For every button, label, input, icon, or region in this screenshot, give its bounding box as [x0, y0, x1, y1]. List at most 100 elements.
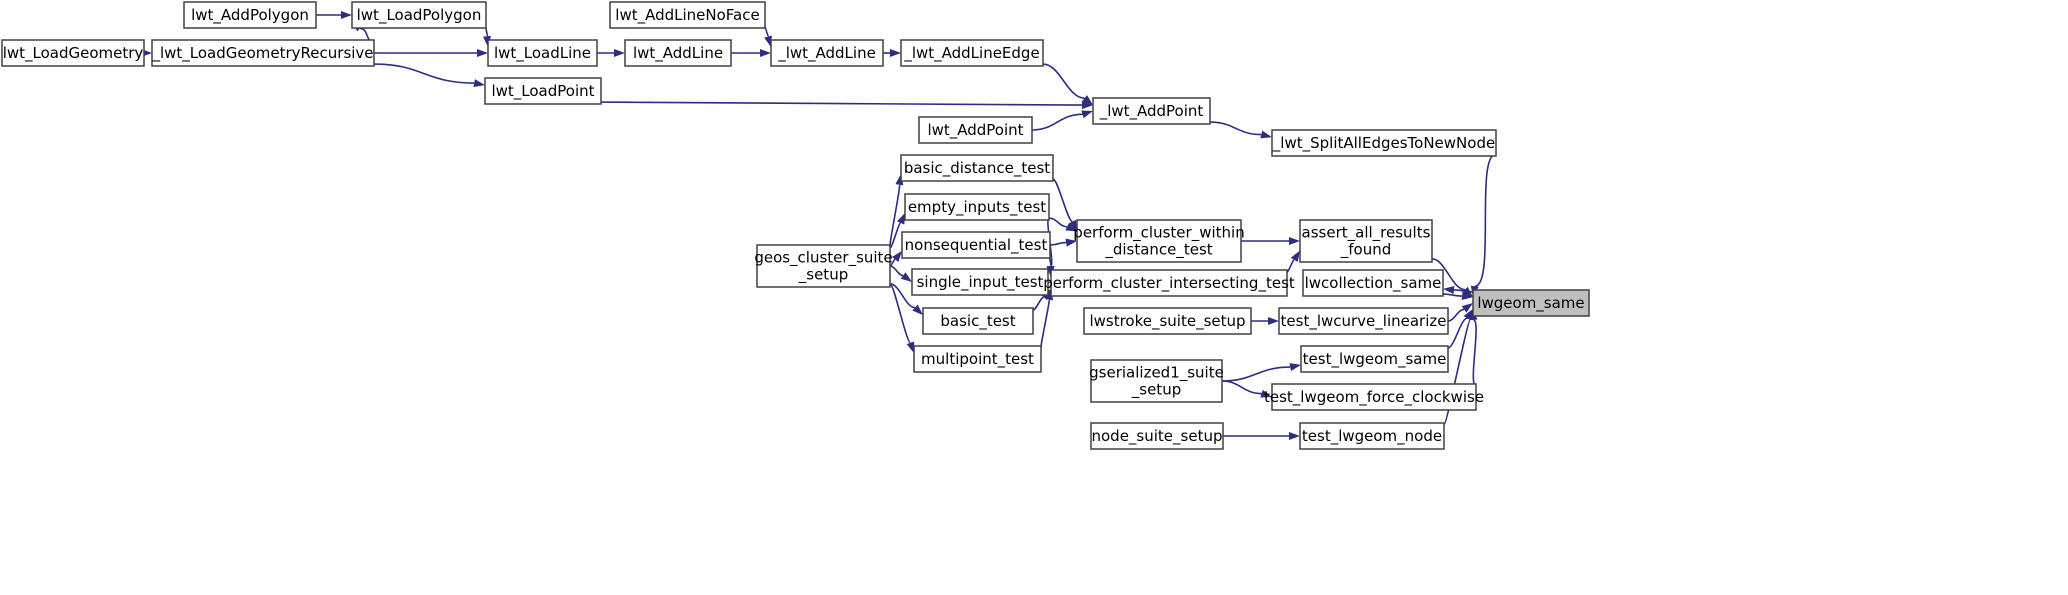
node-box[interactable]	[151, 39, 375, 67]
arrow-head-icon	[760, 49, 771, 57]
node-label: node_suite_setup	[1092, 427, 1223, 446]
node-lwstroke-suite-setup[interactable]: lwstroke_suite_setup	[1083, 307, 1252, 335]
node-lwgeom-same[interactable]: lwgeom_same	[1472, 289, 1590, 317]
node-box[interactable]	[901, 231, 1051, 259]
node-label: test_lwgeom_force_clockwise	[1264, 388, 1484, 407]
node-perform-cluster-within-distance-test[interactable]: perform_cluster_within_distance_test	[1073, 219, 1245, 263]
node-box[interactable]	[904, 193, 1050, 221]
node-box[interactable]	[1090, 359, 1223, 403]
node-box[interactable]	[1299, 422, 1445, 450]
node-label: lwgeom_same	[1477, 294, 1584, 313]
node-box[interactable]	[1271, 129, 1497, 157]
node-box[interactable]	[1076, 219, 1242, 263]
node-box[interactable]	[1092, 97, 1211, 125]
edge-basic-distance-test-to-perform-cluster-within-distance-test	[1052, 178, 1077, 232]
node-box[interactable]	[487, 39, 598, 67]
node-lwt-add-line-no-face[interactable]: lwt_AddLineNoFace	[609, 1, 766, 29]
node-box[interactable]	[1050, 269, 1288, 297]
arrow-head-icon	[1065, 223, 1077, 232]
node--lwt-add-line[interactable]: _lwt_AddLine	[770, 39, 884, 67]
arrow-head-icon	[906, 341, 915, 354]
node-box[interactable]	[922, 307, 1034, 335]
node-test-lwgeom-node[interactable]: test_lwgeom_node	[1299, 422, 1445, 450]
node--lwt-add-line-edge[interactable]: _lwt_AddLineEdge	[900, 39, 1044, 67]
node-box[interactable]	[1302, 269, 1444, 297]
edge--lwt-load-geometry-recursive-to-lwt-load-line	[374, 49, 488, 57]
node-box[interactable]	[911, 268, 1049, 296]
node-lwt-load-point[interactable]: lwt_LoadPoint	[484, 77, 602, 105]
node-label: _lwt_SplitAllEdgesToNewNode	[1272, 134, 1495, 153]
edge-gserialized1-suite-setup-to-test-lwgeom-same	[1221, 363, 1301, 382]
node-box[interactable]	[624, 39, 732, 67]
node-box[interactable]	[900, 154, 1054, 182]
edge-lwcollection-same-to-lwgeom-same	[1442, 292, 1473, 300]
arrow-head-icon	[890, 49, 901, 57]
node-box[interactable]	[1472, 289, 1590, 317]
node-basic-distance-test[interactable]: basic_distance_test	[900, 154, 1054, 182]
edge-lwt-add-polygon-to-lwt-load-polygon	[316, 11, 352, 19]
edge-node-suite-setup-to-test-lwgeom-node	[1223, 432, 1300, 440]
node-label: test_lwcurve_linearize	[1281, 312, 1447, 331]
node-lwt-load-geometry[interactable]: lwt_LoadGeometry	[1, 39, 145, 67]
node-test-lwcurve-linearize[interactable]: test_lwcurve_linearize	[1278, 307, 1449, 335]
node-node-suite-setup[interactable]: node_suite_setup	[1090, 422, 1224, 450]
node-box[interactable]	[1300, 345, 1449, 373]
node-box[interactable]	[1299, 219, 1433, 263]
node-geos-cluster-suite-setup[interactable]: geos_cluster_suite_setup	[754, 244, 893, 288]
node-basic-test[interactable]: basic_test	[922, 307, 1034, 335]
node-box[interactable]	[756, 244, 891, 288]
edge--lwt-split-all-edges-to-new-node-to-lwgeom-same	[1470, 153, 1497, 298]
node--lwt-load-geometry-recursive[interactable]: _lwt_LoadGeometryRecursive	[151, 39, 375, 67]
edge-test-lwgeom-force-clockwise-to-lwgeom-same	[1469, 308, 1478, 387]
edge-perform-cluster-within-distance-test-to-assert-all-results-found	[1241, 237, 1300, 245]
node-multipoint-test[interactable]: multipoint_test	[913, 345, 1042, 373]
node--lwt-add-point[interactable]: _lwt_AddPoint	[1092, 97, 1211, 125]
node-box[interactable]	[900, 39, 1044, 67]
arrow-head-icon	[1081, 110, 1093, 119]
node-box[interactable]	[770, 39, 884, 67]
node-gserialized1-suite-setup[interactable]: gserialized1_suite_setup	[1089, 359, 1224, 403]
node-label: nonsequential_test	[905, 236, 1048, 255]
node-box[interactable]	[351, 1, 487, 29]
node-assert-all-results-found[interactable]: assert_all_results_found	[1299, 219, 1433, 263]
node-box[interactable]	[609, 1, 766, 29]
node-box[interactable]	[183, 1, 317, 29]
node-test-lwgeom-same[interactable]: test_lwgeom_same	[1300, 345, 1449, 373]
node-box[interactable]	[1278, 307, 1449, 335]
node-box[interactable]	[918, 116, 1033, 144]
nodes-layer: lwt_AddPolygon lwt_LoadPolygon lwt_AddLine…	[1, 1, 1590, 450]
node-empty-inputs-test[interactable]: empty_inputs_test	[904, 193, 1050, 221]
node-label: lwt_LoadPolygon	[357, 6, 482, 25]
node-label: test_lwgeom_same	[1303, 350, 1447, 369]
node-box[interactable]	[1, 39, 145, 67]
node-lwt-load-line[interactable]: lwt_LoadLine	[487, 39, 598, 67]
arrow-head-icon	[1068, 219, 1077, 232]
node-lwt-load-polygon[interactable]: lwt_LoadPolygon	[351, 1, 487, 29]
node-test-lwgeom-force-clockwise[interactable]: test_lwgeom_force_clockwise	[1264, 383, 1484, 411]
node-box[interactable]	[1090, 422, 1224, 450]
edge-nonsequential-test-to-perform-cluster-within-distance-test	[1049, 238, 1077, 247]
node-box[interactable]	[484, 77, 602, 105]
node-label: perform_cluster_intersecting_test	[1043, 274, 1295, 293]
edges-layer	[141, 11, 1497, 440]
arrow-head-icon	[1289, 363, 1301, 371]
node-label: lwt_AddLineNoFace	[615, 6, 759, 25]
node-box[interactable]	[1271, 383, 1477, 411]
node-label: lwt_AddLine	[633, 44, 723, 63]
node-box[interactable]	[1083, 307, 1252, 335]
node-lwcollection-same[interactable]: lwcollection_same	[1302, 269, 1444, 297]
arrow-head-icon	[1289, 432, 1300, 440]
node-lwt-add-point[interactable]: lwt_AddPoint	[918, 116, 1033, 144]
node-single-input-test[interactable]: single_input_test	[911, 268, 1049, 296]
edge-gserialized1-suite-setup-to-test-lwgeom-force-clockwise	[1221, 380, 1272, 398]
node-lwt-add-polygon[interactable]: lwt_AddPolygon	[183, 1, 317, 29]
node--lwt-split-all-edges-to-new-node[interactable]: _lwt_SplitAllEdgesToNewNode	[1271, 129, 1497, 157]
arrow-head-icon	[764, 35, 772, 48]
node-label: lwt_LoadLine	[494, 44, 591, 63]
node-box[interactable]	[913, 345, 1042, 373]
arrow-head-icon	[477, 49, 488, 57]
node-perform-cluster-intersecting-test[interactable]: perform_cluster_intersecting_test	[1043, 269, 1295, 297]
node-nonsequential-test[interactable]: nonsequential_test	[901, 231, 1051, 259]
node-lwt-add-line[interactable]: lwt_AddLine	[624, 39, 732, 67]
